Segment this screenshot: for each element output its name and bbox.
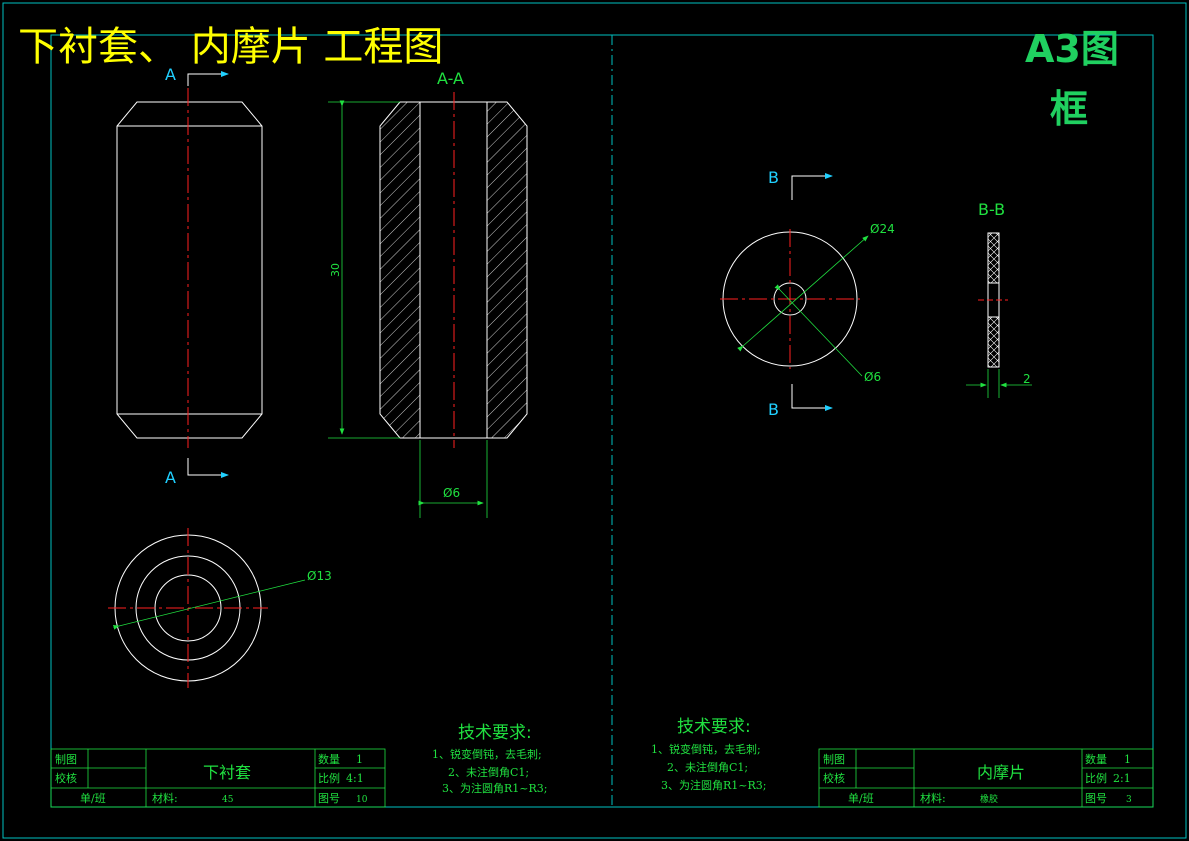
section-a-bottom-mark: A (165, 458, 229, 487)
dim-bore-text: Ø6 (443, 486, 460, 500)
section-bb-title: B-B (978, 200, 1005, 219)
bushing-front-view (116, 101, 263, 439)
section-b-top-label: B (768, 168, 779, 187)
left-tb-scale-value: 4:1 (346, 772, 364, 785)
left-tb-qty-label: 数量 (318, 753, 340, 766)
drawing-title: 下衬套、 内摩片 工程图 (18, 24, 443, 70)
right-tb-drawing-no-label: 图号 (1085, 792, 1107, 805)
inner-frame (50, 34, 1154, 808)
dim-disc-inner-leader (774, 284, 863, 377)
dim-disc-outer-leader (737, 235, 869, 352)
right-tb-part-name: 内摩片 (977, 763, 1025, 782)
right-title-block (818, 748, 1154, 808)
bushing-end-centerlines (108, 528, 268, 688)
right-tech-note-2: 2、未注倒角C1; (667, 760, 748, 774)
dim-bore-6 (418, 440, 488, 518)
left-tb-material-value: 45 (222, 795, 234, 805)
frame-label-line1: A3图 (1025, 27, 1119, 71)
dim-thickness-text: 2 (1023, 372, 1031, 386)
left-tb-drawn: 制图 (55, 753, 77, 766)
dim-thickness-2 (966, 369, 1032, 398)
left-tb-drawing-no-label: 图号 (318, 792, 340, 805)
bushing-section-view (379, 101, 528, 439)
section-b-bottom-label: B (768, 400, 779, 419)
left-tb-part-name: 下衬套 (203, 763, 251, 782)
right-tech-note-1: 1、锐变倒钝，去毛刺; (651, 742, 761, 756)
right-tb-material-value: 橡胶 (980, 793, 998, 805)
right-tb-scale-value: 2:1 (1113, 772, 1131, 785)
right-tb-scale-label: 比例 (1085, 771, 1107, 785)
dim-length-30 (328, 100, 400, 439)
right-tb-qty-label: 数量 (1085, 753, 1107, 766)
right-tb-drawn: 制图 (823, 753, 845, 766)
left-tech-title: 技术要求: (458, 723, 532, 743)
frame-label-line2: 框 (1050, 87, 1088, 131)
right-tb-unit: 单/班 (848, 792, 874, 805)
disc-centerlines (720, 229, 860, 369)
right-tb-qty-value: 1 (1124, 753, 1131, 766)
left-tb-drawing-no-value: 10 (356, 795, 368, 805)
left-tb-unit: 单/班 (80, 792, 106, 805)
left-tech-note-2: 2、未注倒角C1; (448, 765, 529, 779)
right-tech-title: 技术要求: (677, 717, 751, 737)
right-tb-material-label: 材料: (920, 791, 946, 805)
right-tech-note-3: 3、为注圆角R1~R3; (661, 778, 766, 792)
left-tb-scale-label: 比例 (318, 771, 340, 785)
section-b-bottom-mark: B (768, 384, 833, 419)
left-title-block (50, 748, 386, 808)
right-tb-drawing-no-value: 3 (1126, 795, 1132, 805)
dim-outer-13-leader (112, 579, 306, 630)
left-tb-qty-value: 1 (356, 753, 363, 766)
left-title-block-text: 制图 校核 单/班 下衬套 材料: 45 数量 1 比例 4:1 图号 10 (55, 753, 368, 805)
section-aa-title: A-A (437, 69, 464, 88)
dim-disc-inner-text: Ø6 (864, 370, 881, 384)
right-title-block-text: 制图 校核 单/班 内摩片 材料: 橡胶 数量 1 比例 2:1 图号 3 (823, 753, 1132, 805)
left-tb-material-label: 材料: (152, 791, 178, 805)
section-b-top-mark: B (768, 168, 833, 200)
left-tech-note-3: 3、为注圆角R1~R3; (442, 781, 547, 795)
dim-disc-outer-text: Ø24 (870, 222, 895, 236)
left-tb-checked: 校核 (55, 771, 77, 785)
dim-outer-13-text: Ø13 (307, 569, 332, 583)
left-tech-note-1: 1、锐变倒钝，去毛刺; (432, 747, 542, 761)
section-a-bottom-label: A (165, 468, 176, 487)
dim-length-text: 30 (329, 263, 342, 277)
disc-section-view (987, 232, 1000, 368)
right-tb-checked: 校核 (823, 771, 845, 785)
section-a-top-mark: A (165, 65, 229, 86)
section-a-top-label: A (165, 65, 176, 84)
